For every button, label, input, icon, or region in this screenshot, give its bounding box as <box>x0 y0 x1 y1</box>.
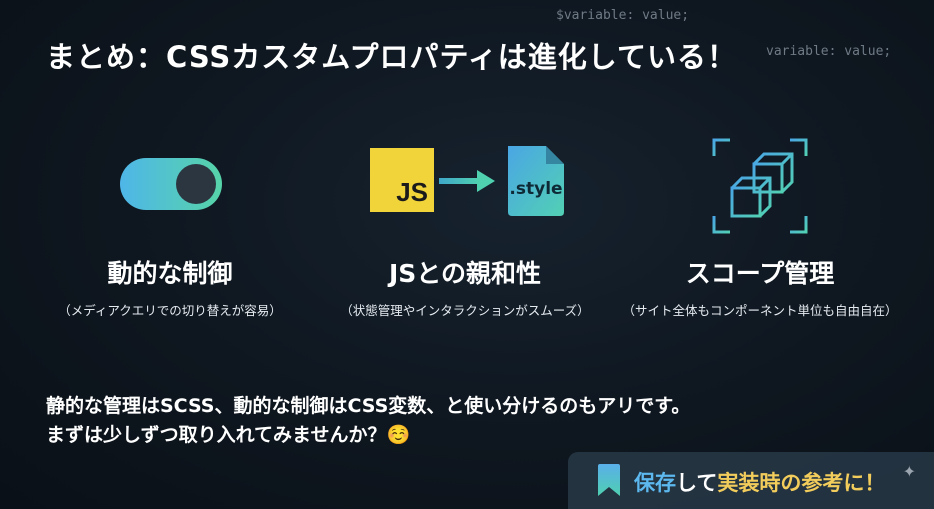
style-file-icon: .style <box>508 146 564 216</box>
feature-subtitle: （メディアクエリでの切り替えが容易） <box>58 303 282 318</box>
cube-scope-icon <box>712 138 808 234</box>
feature-dynamic-control: 動的な制御 （メディアクエリでの切り替えが容易） <box>20 130 320 319</box>
feature-title: 動的な制御 <box>107 259 233 288</box>
save-banner-text: 保存して実装時の参考に！ <box>634 471 886 495</box>
svg-text:.style: .style <box>509 179 562 199</box>
summary-line-2: まずは少しずつ取り入れてみませんか？☺️ <box>46 423 411 446</box>
feature-title: スコープ管理 <box>685 259 835 288</box>
summary-line-1: 静的な管理はSCSS、動的な制御はCSS変数、と使い分けるのもアリです。 <box>46 395 691 417</box>
feature-subtitle: （状態管理やインタラクションがスムーズ） <box>340 303 590 318</box>
background-code-line-1: $variable: value; <box>556 8 690 23</box>
feature-title: JSとの親和性 <box>388 259 542 288</box>
bookmark-icon <box>598 464 620 496</box>
toggle-switch-icon <box>120 158 222 210</box>
toggle-knob <box>176 164 216 204</box>
sparkle-icon: ✦ <box>902 462 916 481</box>
summary-text: 静的な管理はSCSS、動的な制御はCSS変数、と使い分けるのもアリです。 まずは… <box>46 392 690 449</box>
save-banner[interactable]: 保存して実装時の参考に！ ✦ <box>568 452 934 509</box>
feature-js-affinity: JS .style JSとの親和性 （状態管理やインタラクションがスムーズ） <box>315 130 615 319</box>
feature-subtitle: （サイト全体もコンポーネント単位も自由自在） <box>622 303 898 318</box>
background-code-line-2: variable: value; <box>766 44 892 59</box>
page-title: まとめ：CSSカスタムプロパティは進化している！ <box>46 40 737 74</box>
arrow-right-icon <box>439 170 495 192</box>
feature-scope-management: スコープ管理 （サイト全体もコンポーネント単位も自由自在） <box>610 130 910 319</box>
js-logo-icon: JS <box>370 148 434 212</box>
